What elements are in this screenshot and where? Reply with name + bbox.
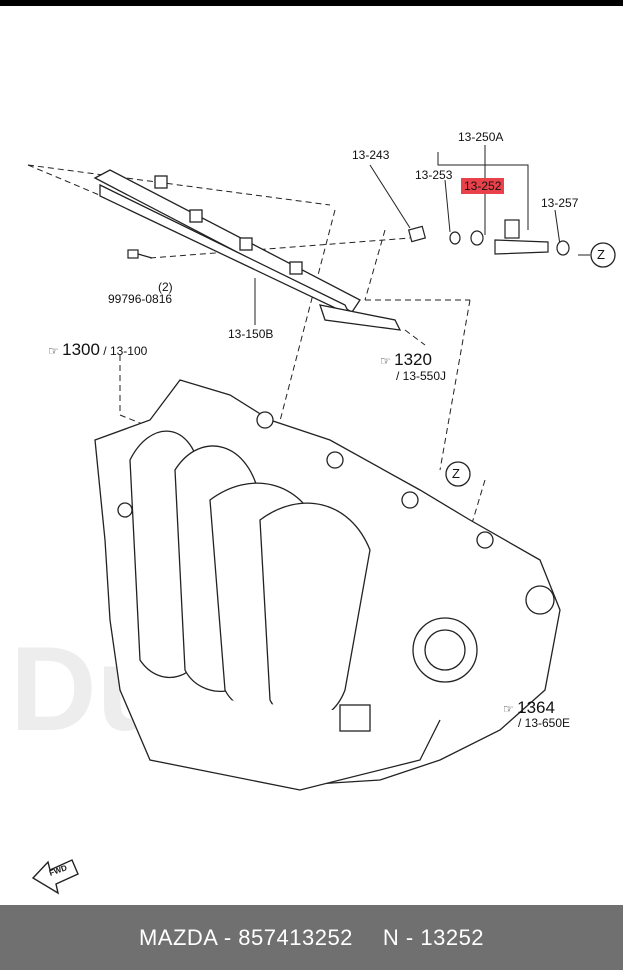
fuel-rail <box>93 169 402 331</box>
ref-1300: ☞ 1300 / 13-100 <box>48 340 148 359</box>
top-border <box>0 0 623 6</box>
exploded-parts-diagram <box>27 145 616 895</box>
injector-group <box>407 219 570 256</box>
callout-13-253: 13-253 <box>415 168 453 182</box>
z-circle-top <box>590 242 616 268</box>
z-circle-mid <box>445 461 471 487</box>
footer-part-number: MAZDA - 857413252 <box>138 924 353 950</box>
z-label-mid: Z <box>452 466 460 481</box>
callout-13-250a: 13-250A <box>458 130 504 144</box>
callout-13-243: 13-243 <box>352 148 390 162</box>
callout-13-257: 13-257 <box>541 196 579 210</box>
callout-lines <box>254 145 590 325</box>
pointer-hand-icon: ☞ <box>48 344 59 358</box>
ref-13-550j: / 13-550J <box>396 369 447 383</box>
callout-13-252-highlight: 13-252 <box>461 178 505 194</box>
fwd-arrow-icon <box>31 859 79 895</box>
bolt <box>127 249 153 259</box>
footer-bar: MAZDA - 857413252 N - 13252 <box>0 905 623 970</box>
ref-1320: ☞ 1320 <box>380 350 432 369</box>
ref-13-650e: / 13-650E <box>518 716 571 730</box>
pointer-hand-icon: ☞ <box>503 702 514 716</box>
footer-diagram-code: N - 13252 <box>382 924 485 950</box>
pointer-hand-icon: ☞ <box>380 354 391 368</box>
callout-qty-2: (2) <box>158 280 173 294</box>
callout-13-150b: 13-150B <box>228 327 274 341</box>
z-label-top: Z <box>597 247 605 262</box>
intake-manifold <box>94 379 561 791</box>
ref-1364: ☞ 1364 <box>503 698 555 717</box>
callout-99796-0816: 99796-0816 <box>108 292 173 306</box>
